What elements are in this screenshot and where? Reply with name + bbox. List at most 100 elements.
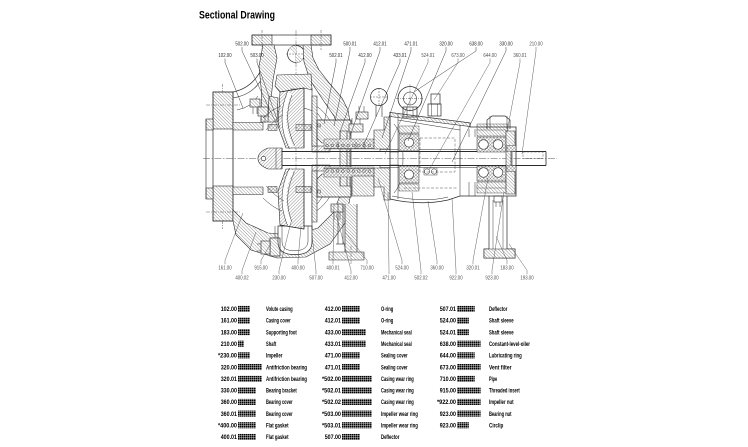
svg-text:Bearing cover: Bearing cover xyxy=(266,411,293,418)
svg-text:Volute casing: Volute casing xyxy=(266,306,293,313)
svg-text:433.01: 433.01 xyxy=(325,341,342,348)
svg-text:Antifriction bearing: Antifriction bearing xyxy=(266,364,307,371)
svg-text:161.00: 161.00 xyxy=(218,266,231,272)
svg-text:O-ring: O-ring xyxy=(381,306,393,313)
svg-text:102.00: 102.00 xyxy=(221,306,238,313)
svg-text:471.00: 471.00 xyxy=(382,276,395,282)
svg-text:Casing wear ring: Casing wear ring xyxy=(381,388,414,395)
svg-text:673.00: 673.00 xyxy=(451,53,464,59)
svg-text:320.01: 320.01 xyxy=(221,376,238,383)
svg-text:320.01: 320.01 xyxy=(466,266,479,272)
svg-text:644.00: 644.00 xyxy=(440,353,457,360)
svg-text:330.00: 330.00 xyxy=(499,42,512,48)
svg-text:Casing wear ring: Casing wear ring xyxy=(381,376,414,383)
svg-text:471.00: 471.00 xyxy=(325,353,342,360)
svg-text:Bearing cover: Bearing cover xyxy=(266,399,293,406)
svg-text:Antifriction bearing: Antifriction bearing xyxy=(266,376,307,383)
svg-text:210.00: 210.00 xyxy=(221,341,238,348)
svg-text:400.00: 400.00 xyxy=(291,266,304,272)
svg-text:Impeller wear ring: Impeller wear ring xyxy=(381,411,418,418)
svg-text:638.00: 638.00 xyxy=(440,341,457,348)
svg-text:*400.00: *400.00 xyxy=(218,423,237,430)
svg-text:507.00: 507.00 xyxy=(309,276,322,282)
svg-text:923.00: 923.00 xyxy=(440,423,457,430)
svg-text:502.00: 502.00 xyxy=(235,42,248,48)
svg-text:Constant-level-oiler: Constant-level-oiler xyxy=(489,341,530,348)
svg-text:Supporting foot: Supporting foot xyxy=(266,329,297,336)
svg-text:Shaft: Shaft xyxy=(266,341,276,348)
svg-text:102.00: 102.00 xyxy=(218,53,231,59)
svg-text:433.01: 433.01 xyxy=(393,53,406,59)
svg-text:524.01: 524.01 xyxy=(421,53,434,59)
svg-text:Deflector: Deflector xyxy=(489,306,508,313)
svg-text:673.00: 673.00 xyxy=(440,364,457,371)
svg-text:Casing cover: Casing cover xyxy=(266,318,291,325)
svg-text:524.00: 524.00 xyxy=(440,318,457,325)
svg-text:922.00: 922.00 xyxy=(449,276,462,282)
svg-text:433.00: 433.00 xyxy=(325,329,342,336)
svg-text:360.00: 360.00 xyxy=(430,266,443,272)
svg-text:507.01: 507.01 xyxy=(440,306,457,313)
svg-text:360.00: 360.00 xyxy=(221,399,238,406)
svg-text:Casing wear ring: Casing wear ring xyxy=(381,399,414,406)
svg-text:Vent filter: Vent filter xyxy=(489,364,512,371)
svg-text:Impeller nut: Impeller nut xyxy=(489,399,514,406)
svg-text:*922.00: *922.00 xyxy=(437,399,456,406)
svg-text:923.00: 923.00 xyxy=(485,276,498,282)
svg-text:412.00: 412.00 xyxy=(325,306,342,313)
svg-text:Mechanical seal: Mechanical seal xyxy=(381,341,412,348)
svg-text:Threaded insert: Threaded insert xyxy=(489,388,520,395)
svg-text:*503.01: *503.01 xyxy=(322,423,341,430)
svg-text:183.00: 183.00 xyxy=(221,329,238,336)
svg-text:210.00: 210.00 xyxy=(529,42,542,48)
svg-text:Mechanical seal: Mechanical seal xyxy=(381,329,412,336)
svg-text:Flat gasket: Flat gasket xyxy=(266,423,289,430)
svg-text:Bearing bracket: Bearing bracket xyxy=(266,388,297,395)
svg-text:503.00: 503.00 xyxy=(250,53,263,59)
svg-text:*502.00: *502.00 xyxy=(322,376,341,383)
svg-text:412.01: 412.01 xyxy=(325,318,342,325)
svg-text:Bearing nut: Bearing nut xyxy=(489,411,512,418)
svg-text:360.01: 360.01 xyxy=(513,53,526,59)
svg-text:471.01: 471.01 xyxy=(325,364,342,371)
svg-text:400.02: 400.02 xyxy=(235,276,248,282)
svg-text:Pipe: Pipe xyxy=(489,376,498,383)
svg-text:923.00: 923.00 xyxy=(440,411,457,418)
svg-text:502.02: 502.02 xyxy=(414,276,427,282)
svg-text:Impeller: Impeller xyxy=(266,353,283,360)
svg-text:Shaft sleeve: Shaft sleeve xyxy=(489,329,514,336)
svg-text:412.00: 412.00 xyxy=(358,53,371,59)
svg-text:412.00: 412.00 xyxy=(344,276,357,282)
svg-text:638.00: 638.00 xyxy=(469,42,482,48)
svg-text:507.00: 507.00 xyxy=(325,434,342,441)
svg-text:Deflector: Deflector xyxy=(381,434,400,441)
svg-text:Sealing cover: Sealing cover xyxy=(381,364,408,371)
svg-text:471.01: 471.01 xyxy=(404,42,417,48)
svg-text:915.00: 915.00 xyxy=(254,266,267,272)
svg-text:644.00: 644.00 xyxy=(483,53,496,59)
svg-text:710.00: 710.00 xyxy=(440,376,457,383)
svg-text:161.00: 161.00 xyxy=(221,318,238,325)
svg-text:320.00: 320.00 xyxy=(439,42,452,48)
svg-text:230.00: 230.00 xyxy=(272,276,285,282)
svg-text:Impeller wear ring: Impeller wear ring xyxy=(381,423,418,430)
svg-text:*503.00: *503.00 xyxy=(322,411,341,418)
svg-text:400.01: 400.01 xyxy=(326,266,339,272)
svg-text:*502.01: *502.01 xyxy=(322,388,341,395)
svg-text:400.01: 400.01 xyxy=(221,434,238,441)
svg-text:*230.00: *230.00 xyxy=(218,353,237,360)
svg-text:360.01: 360.01 xyxy=(221,411,238,418)
svg-text:Lubricating ring: Lubricating ring xyxy=(489,353,522,360)
svg-text:Circlip: Circlip xyxy=(489,423,503,430)
svg-text:183.00: 183.00 xyxy=(500,266,513,272)
svg-text:710.00: 710.00 xyxy=(360,266,373,272)
svg-text:330.00: 330.00 xyxy=(221,388,238,395)
svg-text:Shaft sleeve: Shaft sleeve xyxy=(489,318,514,325)
svg-text:Sealing cover: Sealing cover xyxy=(381,353,408,360)
svg-text:412.01: 412.01 xyxy=(373,42,386,48)
svg-text:O-ring: O-ring xyxy=(381,318,393,325)
svg-text:500.01: 500.01 xyxy=(343,42,356,48)
svg-text:*502.02: *502.02 xyxy=(322,399,341,406)
svg-text:Sectional Drawing: Sectional Drawing xyxy=(199,10,275,22)
svg-text:915.00: 915.00 xyxy=(440,388,457,395)
